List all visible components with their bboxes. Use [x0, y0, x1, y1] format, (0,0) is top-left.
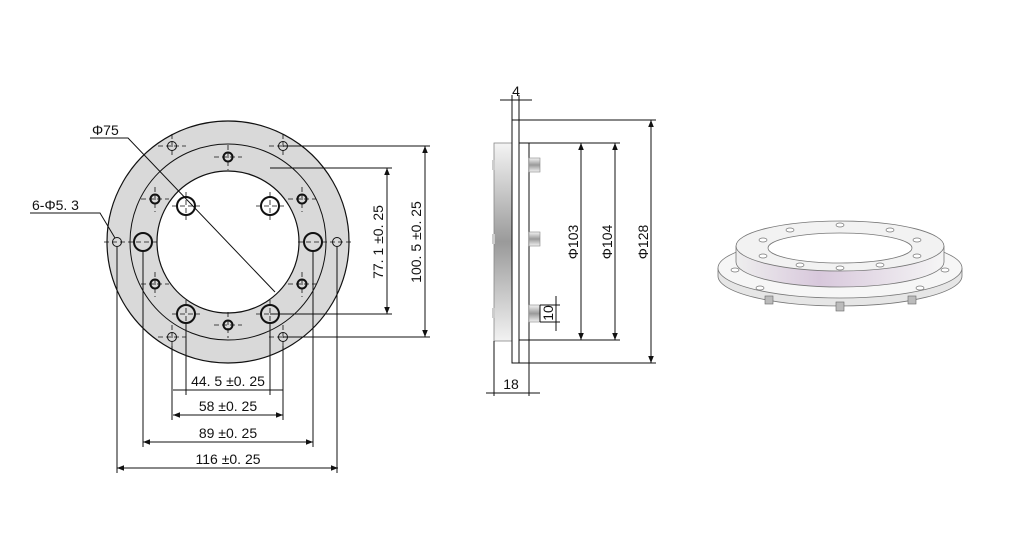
- dim-44-5: 44. 5 ±0. 25: [191, 373, 265, 389]
- side-view: Φ103 Φ104 Φ128 10 4 18: [486, 83, 656, 396]
- holes-label: 6-Φ5. 3: [32, 197, 79, 213]
- dim-103: Φ103: [565, 225, 581, 260]
- dim-18: 18: [503, 376, 519, 392]
- dim-104: Φ104: [599, 225, 615, 260]
- bore-diameter-label: Φ75: [92, 122, 119, 138]
- dim-100-5: 100. 5 ±0. 25: [408, 201, 424, 283]
- dim-116: 116 ±0. 25: [195, 451, 260, 467]
- dim-77-1: 77. 1 ±0. 25: [370, 205, 386, 279]
- isometric-view: [717, 220, 963, 312]
- dim-128: Φ128: [635, 225, 651, 260]
- dim-89: 89 ±0. 25: [199, 425, 257, 441]
- dim-4: 4: [512, 83, 520, 99]
- front-view: Φ75 6-Φ5. 3 44. 5 ±0. 25 58 ±0. 25 89 ±0…: [30, 120, 430, 473]
- dim-58: 58 ±0. 25: [199, 398, 257, 414]
- dim-10: 10: [540, 305, 556, 321]
